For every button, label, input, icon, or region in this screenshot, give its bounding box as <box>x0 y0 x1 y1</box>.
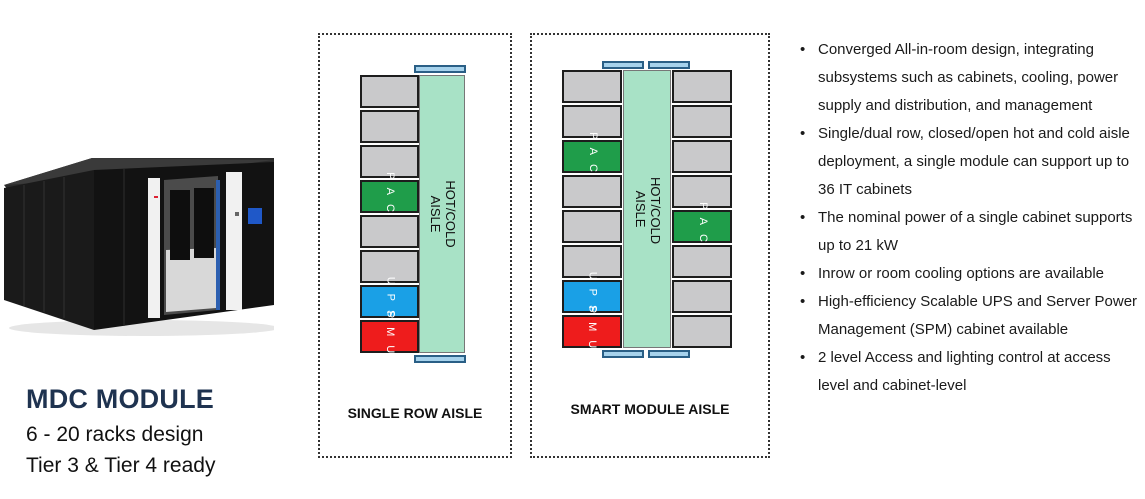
feature-item: 2 level Access and lighting control at a… <box>798 344 1143 400</box>
rack-cabinet <box>562 245 622 278</box>
rack-cabinet <box>360 145 419 178</box>
ups-unit: UPS <box>562 272 622 321</box>
feature-item: Single/dual row, closed/open hot and col… <box>798 120 1143 204</box>
ups-unit: UPS <box>360 277 419 326</box>
feature-item: High-efficiency Scalable UPS and Server … <box>798 288 1143 344</box>
rack-cabinet <box>672 175 732 208</box>
feature-item: Converged All-in-room design, integratin… <box>798 36 1143 120</box>
rack-cabinet <box>562 70 622 103</box>
module-racks-line: 6 - 20 racks design <box>26 423 204 446</box>
feature-item: Inrow or room cooling options are availa… <box>798 260 1143 288</box>
mdc-module-image <box>4 158 274 336</box>
smart-module-aisle-panel: PAC UPS PMU HOT/COLD AISLE PAC SMART MOD… <box>530 33 770 458</box>
module-tier-line: Tier 3 & Tier 4 ready <box>26 454 216 477</box>
door-bottom <box>602 350 644 358</box>
pac-unit: PAC <box>360 172 419 221</box>
hot-cold-aisle: HOT/COLD AISLE <box>419 75 465 353</box>
door-top <box>414 65 466 73</box>
pmu-unit: PMU <box>360 311 419 362</box>
rack-cabinet <box>360 250 419 283</box>
pac-unit: PAC <box>562 132 622 181</box>
module-title: MDC MODULE <box>26 384 214 414</box>
pmu-unit: PMU <box>562 306 622 357</box>
rack-cabinet <box>672 70 732 103</box>
hot-cold-aisle: HOT/COLD AISLE <box>623 70 671 348</box>
door-top <box>648 61 690 69</box>
rack-cabinet <box>672 140 732 173</box>
door-bottom <box>414 355 466 363</box>
single-row-aisle-label: SINGLE ROW AISLE <box>347 405 483 421</box>
rack-cabinet <box>672 105 732 138</box>
rack-cabinet <box>360 75 419 108</box>
pac-unit: PAC <box>672 202 732 251</box>
door-top <box>602 61 644 69</box>
rack-cabinet <box>562 210 622 243</box>
feature-item: The nominal power of a single cabinet su… <box>798 204 1143 260</box>
rack-cabinet <box>672 280 732 313</box>
rack-cabinet <box>360 110 419 143</box>
door-bottom <box>648 350 690 358</box>
aisle-label: HOT/COLD AISLE <box>633 177 663 245</box>
rack-cabinet <box>360 215 419 248</box>
rack-cabinet <box>562 175 622 208</box>
rack-cabinet <box>672 245 732 278</box>
rack-cabinet <box>672 315 732 348</box>
smart-module-aisle-label: SMART MODULE AISLE <box>570 401 730 417</box>
single-row-aisle-panel: PAC UPS PMU HOT/COLD AISLE SINGLE ROW AI… <box>318 33 512 458</box>
aisle-label: HOT/COLD AISLE <box>428 180 458 248</box>
feature-list: Converged All-in-room design, integratin… <box>798 36 1143 400</box>
rack-cabinet <box>562 105 622 138</box>
